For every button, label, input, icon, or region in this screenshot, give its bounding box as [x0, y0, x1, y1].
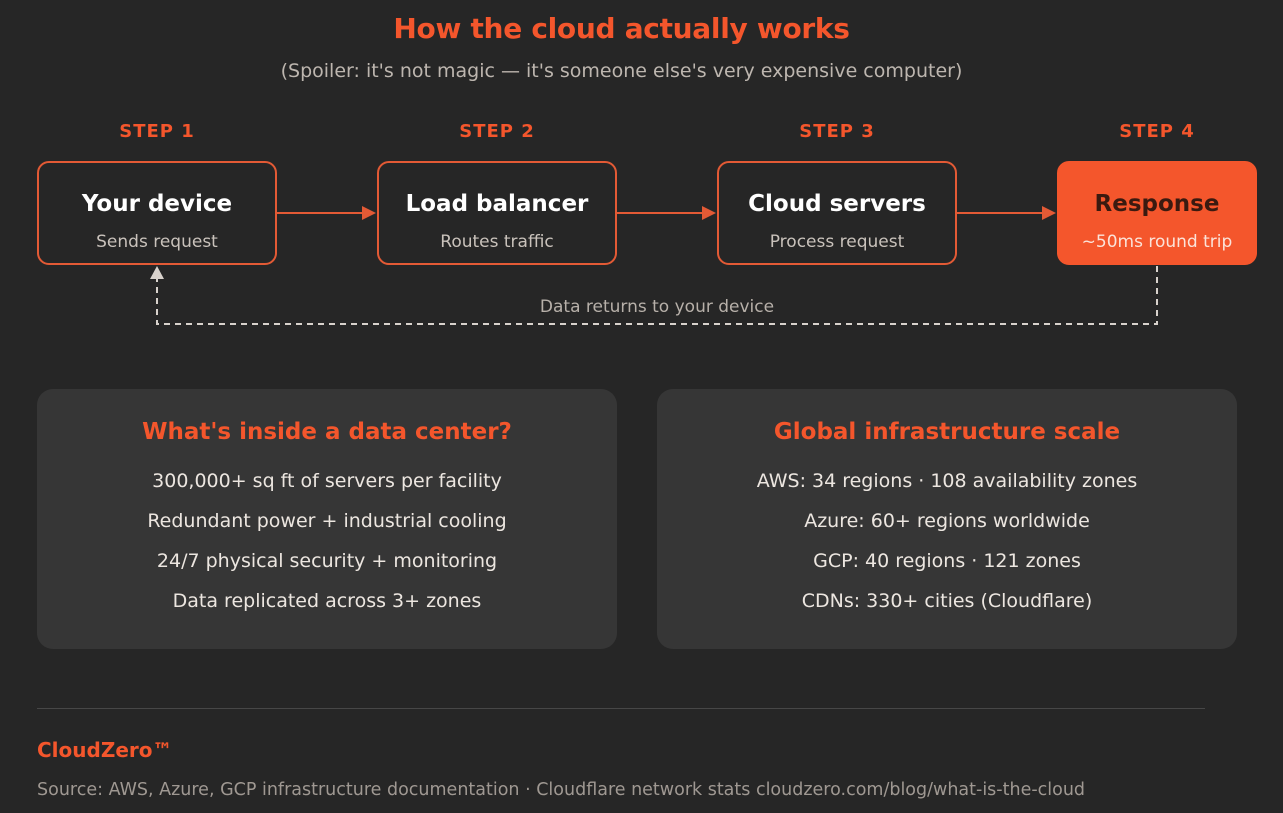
step-4-box: Response ~50ms round trip [1057, 161, 1257, 265]
list-item: 24/7 physical security + monitoring [156, 550, 498, 572]
step-1-name: Your device [81, 191, 233, 217]
step-4-label: STEP 4 [1119, 121, 1195, 142]
page-subtitle: (Spoiler: it's not magic — it's someone … [280, 60, 963, 82]
step-2-box: Load balancer Routes traffic [377, 161, 617, 265]
step-2-desc: Routes traffic [440, 232, 554, 252]
step-3-desc: Process request [769, 232, 905, 252]
arrowhead-1-2 [362, 206, 376, 220]
data-center-list: 300,000+ sq ft of servers per facility R… [37, 467, 617, 627]
return-arrowhead [150, 266, 164, 279]
step-1-box: Your device Sends request [37, 161, 277, 265]
step-3-label: STEP 3 [799, 121, 875, 142]
return-path [156, 266, 1158, 325]
step-3-box: Cloud servers Process request [717, 161, 957, 265]
data-center-card: What's inside a data center? 300,000+ sq… [37, 389, 617, 649]
infrastructure-scale-card-title: Global infrastructure scale [773, 419, 1121, 445]
infrastructure-scale-card: Global infrastructure scale AWS: 34 regi… [657, 389, 1237, 649]
footer-divider [37, 708, 1205, 709]
list-item: CDNs: 330+ cities (Cloudflare) [801, 590, 1093, 612]
list-item: Azure: 60+ regions worldwide [804, 510, 1090, 532]
list-item: AWS: 34 regions · 108 availability zones [756, 470, 1138, 492]
step-4-name: Response [1094, 191, 1220, 217]
step-2-name: Load balancer [405, 191, 589, 217]
source-note: Source: AWS, Azure, GCP infrastructure d… [37, 780, 1086, 800]
arrowhead-2-3 [702, 206, 716, 220]
page-title: How the cloud actually works [393, 12, 850, 45]
arrowhead-3-4 [1042, 206, 1056, 220]
infrastructure-scale-list: AWS: 34 regions · 108 availability zones… [657, 467, 1237, 627]
step-1-desc: Sends request [96, 232, 218, 252]
step-2-label: STEP 2 [459, 121, 535, 142]
list-item: 300,000+ sq ft of servers per facility [152, 470, 502, 492]
data-center-card-title: What's inside a data center? [142, 419, 512, 445]
list-item: Data replicated across 3+ zones [172, 590, 482, 612]
step-1-label: STEP 1 [119, 121, 195, 142]
step-3-name: Cloud servers [748, 191, 926, 217]
return-label: Data returns to your device [539, 297, 775, 317]
list-item: Redundant power + industrial cooling [147, 510, 507, 532]
step-4-desc: ~50ms round trip [1081, 232, 1233, 252]
list-item: GCP: 40 regions · 121 zones [813, 550, 1081, 572]
brand-name: CloudZero™ [37, 738, 173, 762]
